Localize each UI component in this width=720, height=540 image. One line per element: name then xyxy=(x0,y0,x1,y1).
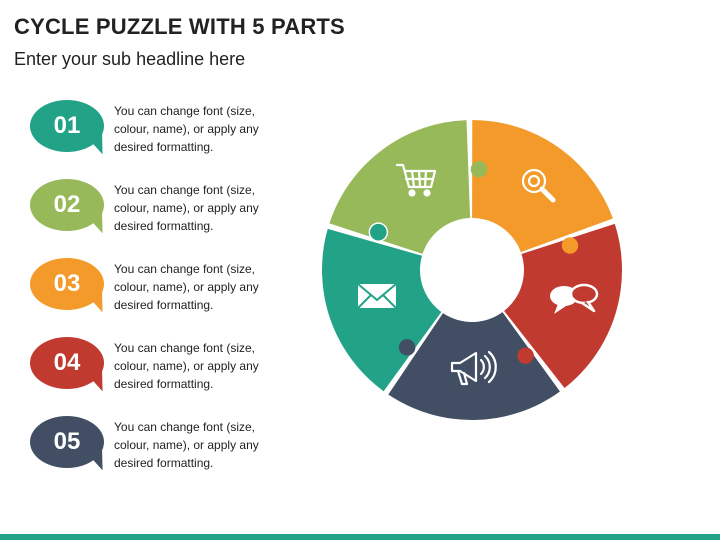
item-description: You can change font (size, colour, name)… xyxy=(114,341,259,391)
number-label: 01 xyxy=(53,112,81,139)
item-description: You can change font (size, colour, name)… xyxy=(114,420,259,470)
puzzle-knob-fill-1 xyxy=(470,161,488,178)
puzzle-segment-2 xyxy=(472,120,613,253)
number-label: 03 xyxy=(53,270,81,297)
puzzle-knob-fill-2 xyxy=(561,237,579,254)
item-description: You can change font (size, colour, name)… xyxy=(114,183,259,233)
puzzle-knob-fill-3 xyxy=(517,347,534,364)
shopping-cart-icon xyxy=(395,163,437,197)
number-badge: 02 xyxy=(30,179,104,231)
puzzle-segment-4 xyxy=(388,312,560,420)
list-item-03: 03 You can change font (size, colour, na… xyxy=(30,258,330,338)
number-label: 02 xyxy=(53,191,81,218)
list-item-04: 04 You can change font (size, colour, na… xyxy=(30,337,330,417)
number-badge: 01 xyxy=(30,100,104,152)
speech-bubbles-icon xyxy=(550,283,599,314)
puzzle-segment-1 xyxy=(329,120,471,254)
list-item-05: 05 You can change font (size, colour, na… xyxy=(30,416,330,496)
item-description: You can change font (size, colour, name)… xyxy=(114,262,259,312)
number-badge: 03 xyxy=(30,258,104,310)
envelope-icon xyxy=(357,283,397,309)
puzzle-knob-fill-5 xyxy=(370,223,387,241)
magnifier-icon xyxy=(521,168,556,203)
cycle-puzzle-diagram xyxy=(321,120,622,420)
item-description: You can change font (size, colour, name)… xyxy=(114,104,259,154)
number-label: 05 xyxy=(53,428,81,455)
list-item-01: 01 You can change font (size, colour, na… xyxy=(30,100,330,180)
list-item-02: 02 You can change font (size, colour, na… xyxy=(30,179,330,259)
number-badge: 04 xyxy=(30,337,104,389)
page-subtitle: Enter your sub headline here xyxy=(14,49,246,69)
puzzle-knob-fill-4 xyxy=(398,339,416,356)
page-title: CYCLE PUZZLE WITH 5 PARTS xyxy=(14,14,345,39)
bottom-accent-bar xyxy=(0,534,720,540)
megaphone-icon xyxy=(450,350,497,386)
number-label: 04 xyxy=(53,349,81,376)
number-badge: 05 xyxy=(30,416,104,468)
